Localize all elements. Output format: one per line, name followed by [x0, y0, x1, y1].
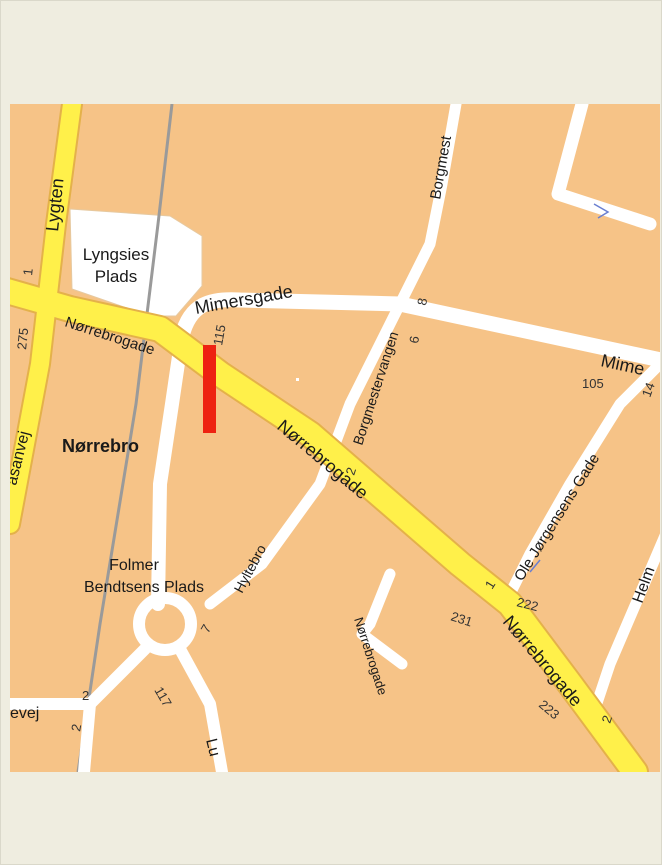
place-label-bendtsens: Bendtsens Plads	[84, 579, 204, 596]
road-lu	[174, 643, 228, 772]
street-label-lu: Lu	[202, 737, 223, 758]
road-borgmestervangen	[204, 298, 406, 610]
road-ole-jorgensens	[504, 358, 660, 600]
lyngsies-plads-area	[69, 208, 203, 317]
house-number: 2	[343, 465, 360, 477]
road-mimersgade	[174, 292, 660, 368]
major-roads	[10, 104, 647, 772]
road-borgmest	[394, 104, 462, 310]
direction-chevron-icon	[593, 203, 610, 219]
house-number: 14	[639, 380, 658, 399]
street-label-evej: evej	[10, 705, 39, 722]
house-number: 6	[406, 335, 422, 345]
map-dot	[296, 378, 299, 381]
house-number: 2	[82, 688, 89, 703]
house-number: 8	[414, 297, 430, 307]
minor-roads	[10, 104, 660, 772]
location-marker[interactable]	[203, 345, 216, 433]
place-label-folmer: Folmer	[109, 557, 159, 574]
road-west-from-roundabout	[10, 643, 151, 710]
map-view[interactable]: Lyngsies Plads Nørrebro Folmer Bendtsens…	[10, 104, 660, 772]
house-number: 2	[68, 723, 84, 733]
house-number: 1	[20, 268, 36, 277]
road-south-west	[78, 698, 96, 772]
roundabout	[133, 592, 197, 656]
place-label-norrebro: Nørrebro	[62, 436, 139, 456]
street-map[interactable]: Lyngsies Plads Nørrebro Folmer Bendtsens…	[10, 104, 660, 772]
road-norrebrogade	[10, 279, 647, 772]
road-west-vertical	[151, 329, 189, 611]
house-number: 2	[599, 713, 616, 725]
house-number: 105	[582, 376, 604, 391]
railway-line	[76, 104, 174, 772]
house-number: 275	[14, 327, 31, 350]
road-norrebrogade-side	[356, 568, 408, 670]
house-number: 115	[210, 323, 228, 346]
house-number: 222	[515, 594, 540, 614]
direction-arrow-icon	[529, 559, 541, 573]
road-loop-top-right	[551, 104, 657, 231]
place-label-plads: Plads	[95, 267, 138, 286]
place-label-lyngsies: Lyngsies	[83, 245, 149, 264]
house-number: 231	[449, 609, 474, 630]
